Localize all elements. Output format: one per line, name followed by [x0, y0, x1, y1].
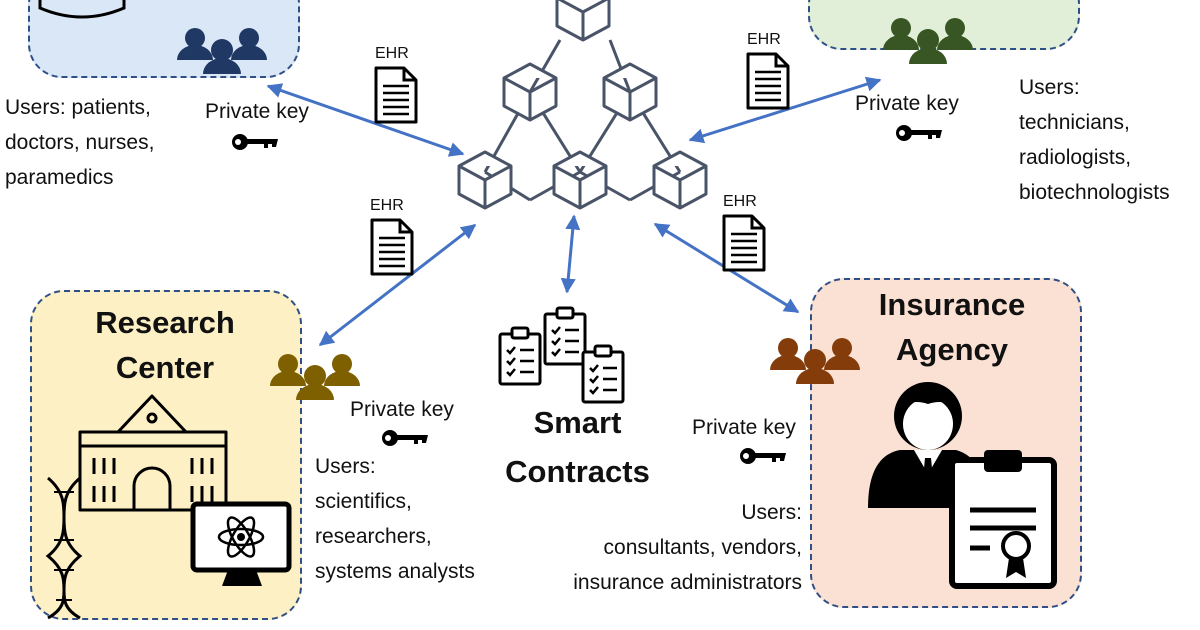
research-users-text: Users: scientifics, researchers, systems…: [315, 455, 475, 583]
ehr-label-research: EHR: [370, 197, 404, 214]
monitor-icon: [190, 501, 292, 586]
blockchain-links: [483, 39, 682, 202]
arrow-research: [318, 223, 477, 347]
building-icon: [78, 394, 228, 512]
key-icon: [382, 430, 428, 446]
research-center-title: Research Center: [95, 305, 235, 385]
ehr-label-hospital: EHR: [375, 45, 409, 62]
laboratory-users-text: Users: technicians, radiologists, biotec…: [1019, 76, 1170, 204]
arrow-contracts: [560, 214, 581, 294]
insurance-users-text: Users: consultants, vendors, insurance a…: [573, 501, 802, 594]
private-key-label-insurance: Private key: [692, 416, 796, 439]
ehr-document-icon: [370, 218, 414, 276]
smart-contracts-title: Smart Contracts: [505, 405, 650, 489]
ehr-label-insurance: EHR: [723, 193, 757, 210]
arrow-laboratory: [688, 76, 882, 144]
hospital-icon: [38, 0, 126, 19]
key-icon: [896, 125, 942, 141]
ehr-document-icon: [374, 66, 418, 124]
dna-icon: [45, 476, 83, 620]
connection-arrows: [266, 76, 882, 347]
ehr-label-laboratory: EHR: [747, 31, 781, 48]
private-key-label-laboratory: Private key: [855, 92, 959, 115]
blockchain-icon: [457, 0, 708, 210]
key-icon: [740, 448, 786, 464]
certificate-icon: [949, 450, 1057, 589]
ehr-document-icon: [746, 52, 790, 110]
clipboard-icon: [498, 306, 625, 404]
hospital-users-icon: [177, 28, 267, 74]
private-key-label-research: Private key: [350, 398, 454, 421]
ehr-document-icon: [722, 214, 766, 272]
arrow-hospital: [266, 83, 465, 157]
hospital-users-text: Users: patients, doctors, nurses, parame…: [5, 96, 155, 189]
insurance-agency-title: Insurance Agency: [878, 287, 1026, 367]
key-icon: [232, 134, 278, 150]
laboratory-users-icon: [883, 18, 973, 64]
private-key-label-hospital: Private key: [205, 100, 309, 123]
